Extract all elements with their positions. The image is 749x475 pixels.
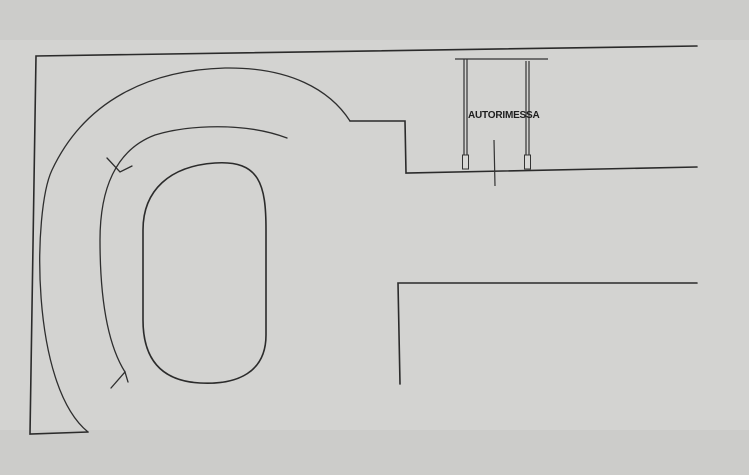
- central-island: [142, 162, 267, 384]
- garage-center-mark: [493, 139, 496, 187]
- garage-door-left-post: [462, 154, 469, 170]
- lower-right-wall: [397, 282, 698, 385]
- direction-arrow-upper-icon: [106, 157, 133, 173]
- inner-ramp-path: [99, 126, 288, 373]
- direction-arrow-lower-icon: [110, 370, 129, 389]
- paper-shade-bottom: [0, 430, 749, 475]
- outer-wall-outline: [29, 45, 698, 435]
- upper-wall-step: [349, 120, 698, 174]
- paper-shade-top: [0, 0, 749, 40]
- garage-label: AUTORIMESSA: [468, 110, 540, 121]
- garage-door-right-post: [524, 154, 531, 170]
- outer-ramp-curve: [39, 67, 351, 433]
